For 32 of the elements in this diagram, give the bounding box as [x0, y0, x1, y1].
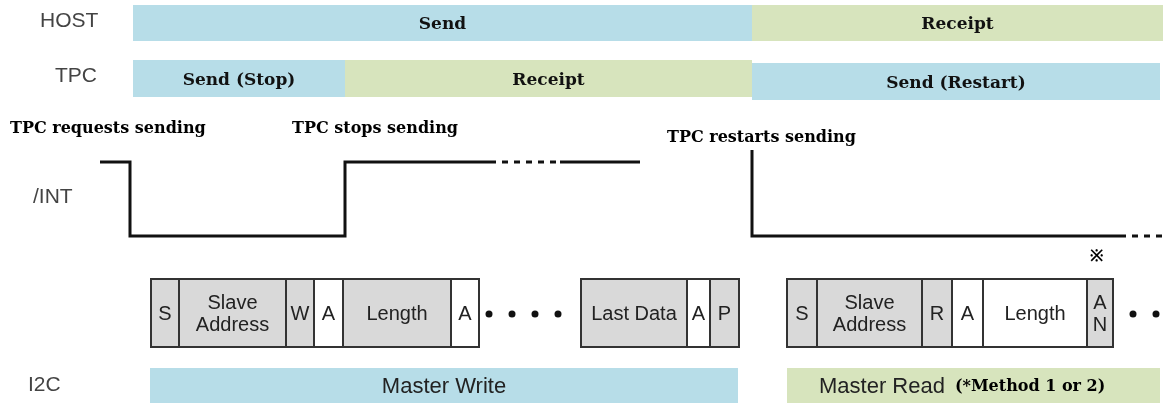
frame-field: A	[313, 278, 344, 348]
transfer-band: Master Write	[150, 368, 738, 403]
frame-field: Last Data	[580, 278, 688, 348]
transfer-name: Master Read	[819, 372, 945, 399]
frame-field: Slave Address	[816, 278, 923, 348]
frame-field: Length	[982, 278, 1088, 348]
frame-field: Slave Address	[178, 278, 287, 348]
frame-field: Length	[342, 278, 452, 348]
frame-field: A	[450, 278, 480, 348]
frame-field: A	[686, 278, 711, 348]
timing-band: Receipt	[752, 5, 1163, 41]
frame-field: S	[150, 278, 180, 348]
transfer-band	[787, 368, 1160, 403]
row-label: TPC	[55, 63, 97, 87]
signal-label: /INT	[33, 184, 73, 208]
footnote-mark: ※	[1090, 245, 1103, 266]
frame-field: A N	[1086, 278, 1114, 348]
frame-field: R	[921, 278, 953, 348]
timing-band: Send (Stop)	[133, 60, 345, 97]
frame-field: A	[951, 278, 984, 348]
row-label: HOST	[40, 8, 99, 32]
frame-field: S	[786, 278, 818, 348]
frame-field: W	[285, 278, 315, 348]
event-label: TPC stops sending	[292, 118, 458, 137]
frame-field: P	[709, 278, 740, 348]
timing-band: Send (Restart)	[752, 63, 1160, 100]
event-label: TPC restarts sending	[667, 127, 856, 146]
row-label: I2C	[28, 372, 61, 396]
event-label: TPC requests sending	[10, 118, 206, 137]
timing-band: Send	[133, 5, 752, 41]
footnote-text: (*Method 1 or 2)	[954, 376, 1106, 395]
timing-band: Receipt	[345, 60, 752, 97]
